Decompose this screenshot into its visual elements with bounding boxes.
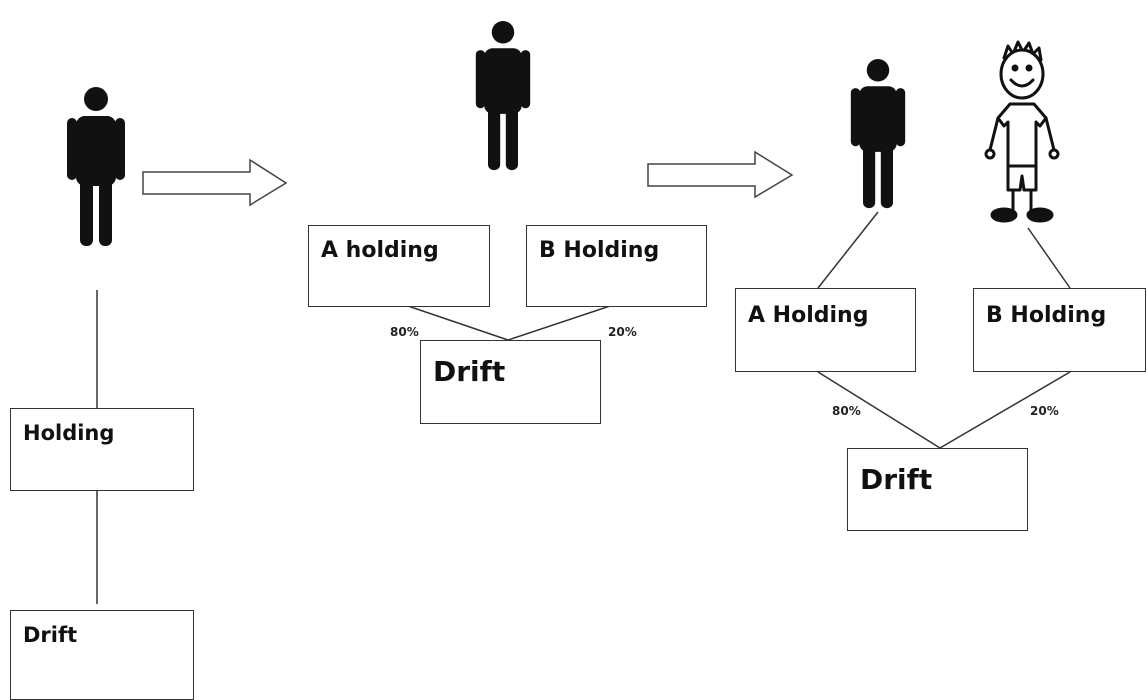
drift-box: Drift: [10, 610, 194, 700]
percent-a-label: 80%: [390, 325, 419, 339]
drift-box: Drift: [420, 340, 601, 424]
a-holding-box: A holding: [308, 225, 490, 307]
holding-label: Holding: [23, 421, 115, 445]
b-holding-box: B Holding: [973, 288, 1146, 372]
b-holding-label: B Holding: [986, 303, 1107, 328]
connector-b-drift-stage3: [939, 371, 1071, 449]
right-arrow-icon: [647, 150, 794, 199]
connector-b-drift-stage2: [507, 305, 611, 341]
connector-adult-a-stage3: [817, 211, 879, 289]
percent-a-label: 80%: [832, 404, 861, 418]
connector-a-drift-stage3: [817, 371, 941, 449]
adult-person-icon: [475, 21, 531, 171]
percent-b-label: 20%: [608, 325, 637, 339]
b-holding-box: B Holding: [526, 225, 707, 307]
adult-person-icon: [850, 59, 906, 209]
drift-box: Drift: [847, 448, 1028, 531]
adult-person-icon: [67, 87, 125, 246]
a-holding-label: A holding: [321, 238, 439, 263]
a-holding-box: A Holding: [735, 288, 916, 372]
drift-label: Drift: [433, 355, 506, 388]
connector-child-b-stage3: [1027, 227, 1071, 289]
b-holding-label: B Holding: [539, 238, 660, 263]
drift-label: Drift: [860, 463, 933, 496]
percent-b-label: 20%: [1030, 404, 1059, 418]
drift-label: Drift: [23, 623, 78, 647]
right-arrow-icon: [142, 158, 288, 207]
holding-box: Holding: [10, 408, 194, 491]
a-holding-label: A Holding: [748, 303, 869, 328]
connector-a-drift-stage2: [407, 305, 509, 341]
child-stick-figure-icon: [984, 40, 1060, 223]
